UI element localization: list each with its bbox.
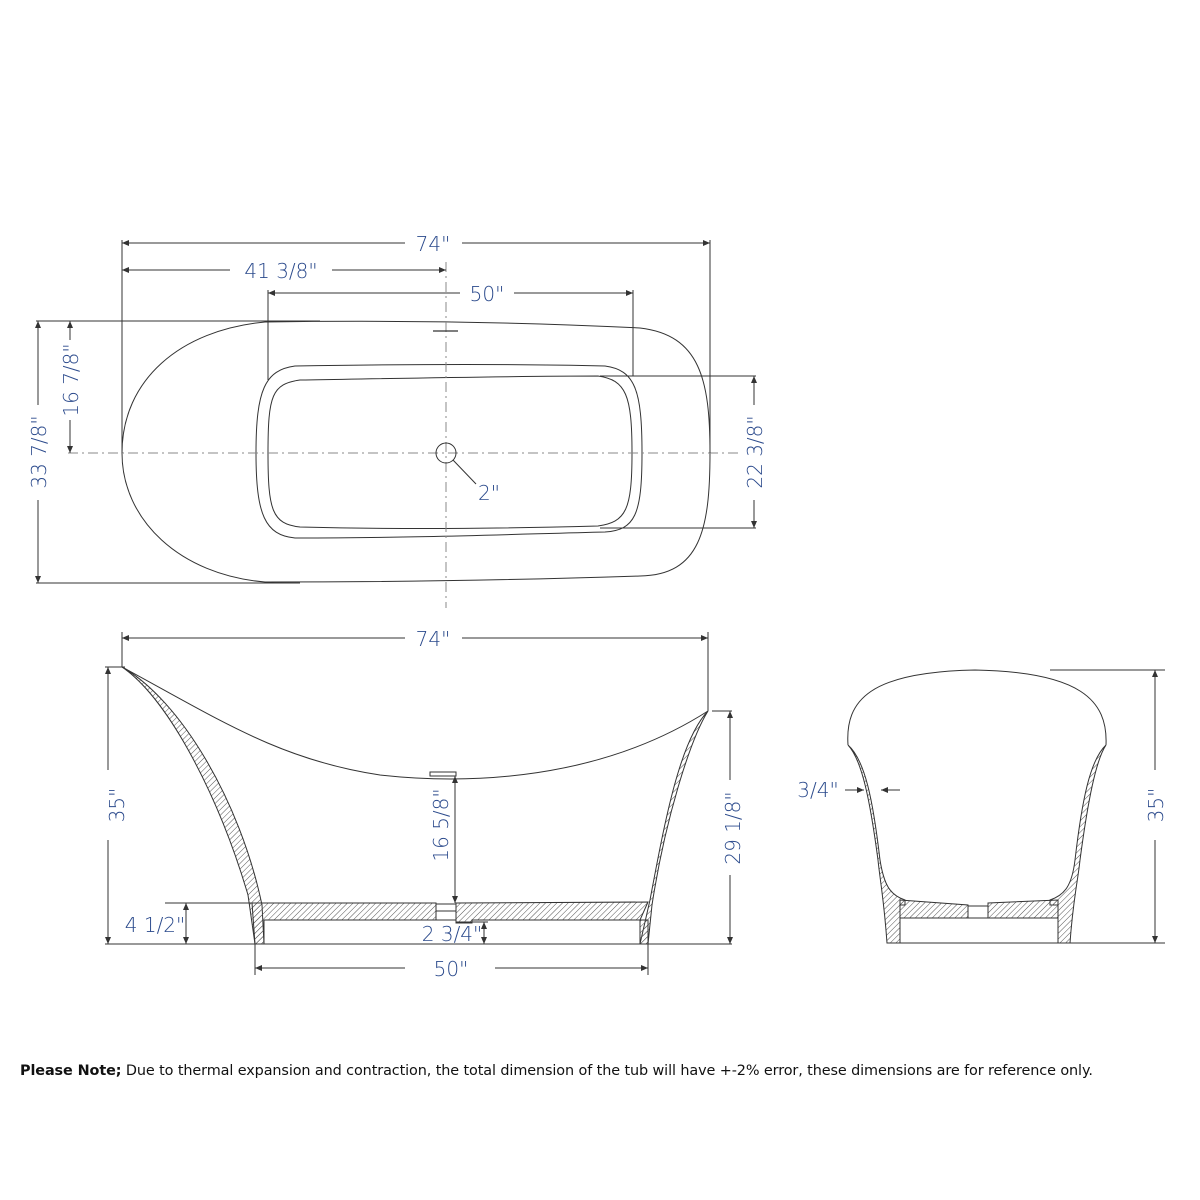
end-wall-thickness-label: 3/4" bbox=[797, 778, 838, 802]
side-base-length-label: 50" bbox=[434, 957, 469, 981]
note-label: Please Note; bbox=[20, 1063, 122, 1079]
top-view-basin-rim bbox=[255, 364, 643, 539]
top-view bbox=[35, 240, 757, 608]
side-overall-height-label: 35" bbox=[105, 788, 129, 823]
side-drain-clearance-label: 2 3/4" bbox=[422, 922, 482, 946]
side-interior-depth-label: 16 5/8" bbox=[429, 788, 453, 861]
top-drain-offset-label: 41 3/8" bbox=[244, 259, 317, 283]
drain-diameter-label: 2" bbox=[478, 481, 500, 505]
drain-icon bbox=[435, 442, 457, 464]
disclaimer-note: Please Note; Due to thermal expansion an… bbox=[20, 1063, 1190, 1079]
side-view bbox=[105, 632, 733, 975]
top-basin-length-label: 50" bbox=[470, 282, 505, 306]
note-text: Due to thermal expansion and contraction… bbox=[121, 1063, 1093, 1079]
top-half-width-label: 16 7/8" bbox=[59, 343, 83, 416]
top-overall-width-label: 33 7/8" bbox=[27, 415, 51, 488]
top-basin-width-label: 22 3/8" bbox=[743, 415, 767, 488]
side-low-end-height-label: 29 1/8" bbox=[721, 791, 745, 864]
top-view-outer-outline bbox=[121, 320, 711, 583]
side-base-height-label: 4 1/2" bbox=[125, 913, 185, 937]
side-overall-length-label: 74" bbox=[416, 627, 451, 651]
top-overall-length-label: 74" bbox=[416, 232, 451, 256]
top-view-basin-inner bbox=[267, 375, 633, 530]
end-view bbox=[845, 669, 1165, 944]
end-overall-height-label: 35" bbox=[1144, 788, 1168, 823]
